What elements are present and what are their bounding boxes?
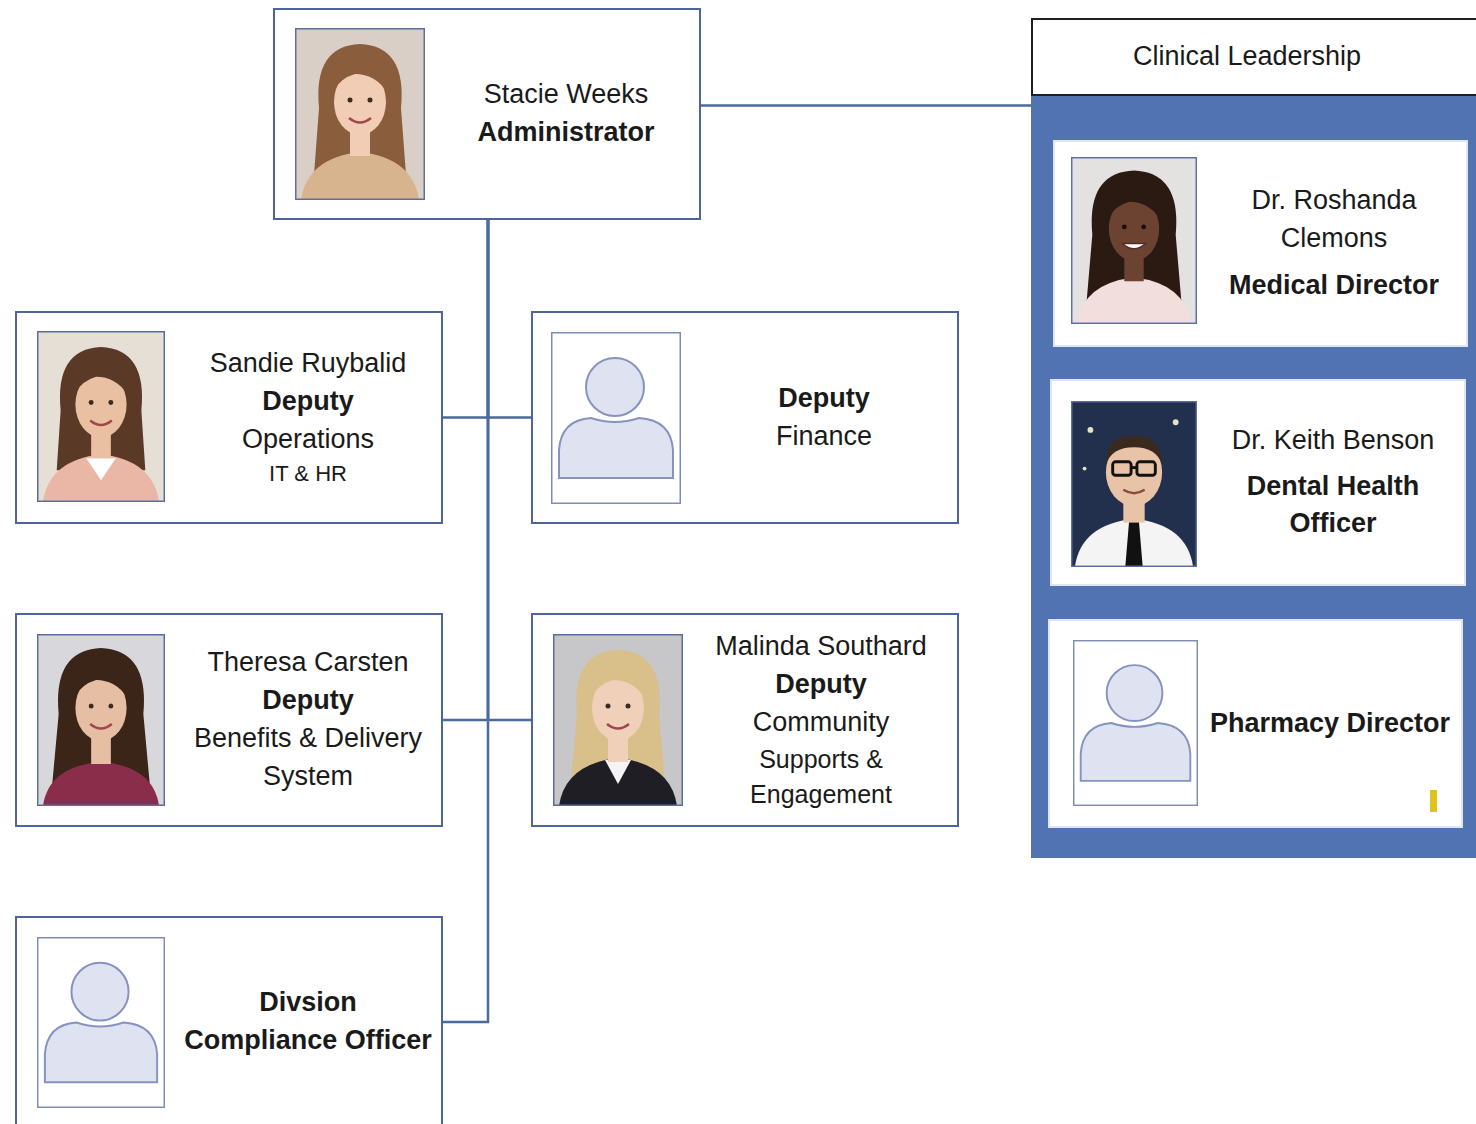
person-name: Theresa Carsten <box>207 644 408 682</box>
text-column: Sandie RuybalidDeputyOperationsIT & HR <box>175 313 441 522</box>
connector-line <box>701 104 1031 107</box>
text-column: Malinda SouthardDeputyCommunitySupports … <box>685 615 957 825</box>
connector-line <box>443 220 488 1022</box>
portrait-photo <box>37 331 165 502</box>
role-text: Deputy <box>778 380 870 418</box>
role-text: Dental Health Officer <box>1208 468 1458 544</box>
text-column: Dr. Roshanda ClemonsMedical Director <box>1205 142 1463 345</box>
role-text: Community <box>753 704 890 742</box>
text-column: Pharmacy Director <box>1200 621 1460 826</box>
person-name: Sandie Ruybalid <box>210 345 407 383</box>
portrait-photo <box>295 28 425 200</box>
text-column: Divsion Compliance Officer <box>175 918 441 1124</box>
yellow-mark <box>1430 790 1437 812</box>
portrait-photo <box>553 634 683 806</box>
clinical-card: Dr. Roshanda ClemonsMedical Director <box>1053 140 1468 347</box>
text-column: Stacie WeeksAdministrator <box>435 10 697 218</box>
panel-heading: Clinical Leadership <box>1133 38 1361 76</box>
deputy-box: Sandie RuybalidDeputyOperationsIT & HR <box>15 311 443 524</box>
text-column: Theresa CarstenDeputyBenefits & Delivery… <box>175 615 441 825</box>
placeholder-avatar <box>1073 640 1198 806</box>
role-text: Supports & Engagement <box>691 742 951 812</box>
placeholder-avatar <box>37 937 165 1108</box>
role-text: Pharmacy Director <box>1210 705 1450 743</box>
role-text: Deputy <box>775 666 867 704</box>
role-text: Divsion Compliance Officer <box>181 984 435 1060</box>
clinical-card: Pharmacy Director <box>1048 619 1463 828</box>
clinical-card: Dr. Keith BensonDental Health Officer <box>1050 379 1466 586</box>
clinical-panel: Clinical LeadershipDr. Roshanda ClemonsM… <box>1031 18 1476 858</box>
portrait-photo <box>37 634 165 806</box>
connector-line <box>488 220 531 720</box>
role-text: Deputy <box>262 383 354 421</box>
leader-box: Stacie WeeksAdministrator <box>273 8 701 220</box>
person-name: Malinda Southard <box>715 628 927 666</box>
person-name: Dr. Keith Benson <box>1232 422 1435 460</box>
person-name: Dr. Roshanda Clemons <box>1211 182 1457 258</box>
card-ground <box>1050 379 1466 586</box>
role-text: Operations <box>242 421 374 459</box>
role-text: IT & HR <box>269 459 347 490</box>
role-text: Medical Director <box>1229 267 1439 305</box>
person-name: Stacie Weeks <box>484 76 649 114</box>
card-ground <box>1048 619 1463 828</box>
text-column: Dr. Keith BensonDental Health Officer <box>1202 381 1464 584</box>
role-text: Administrator <box>477 114 654 152</box>
role-text: Deputy <box>262 682 354 720</box>
connector-line <box>443 220 488 418</box>
portrait-photo <box>1071 401 1197 567</box>
deputy-box: Malinda SouthardDeputyCommunitySupports … <box>531 613 959 827</box>
connector-line <box>488 220 531 418</box>
panel-heading-box: Clinical Leadership <box>1031 18 1476 96</box>
clinical-band <box>1031 96 1476 858</box>
card-ground <box>1053 140 1468 347</box>
role-text: Benefits & Delivery System <box>181 720 435 796</box>
connector-line <box>443 220 488 720</box>
deputy-box: Theresa CarstenDeputyBenefits & Delivery… <box>15 613 443 827</box>
placeholder-avatar <box>551 332 681 504</box>
deputy-box: DeputyFinance <box>531 311 959 524</box>
officer-box: Divsion Compliance Officer <box>15 916 443 1124</box>
role-text: Finance <box>776 418 872 456</box>
text-column: DeputyFinance <box>693 313 955 522</box>
portrait-photo <box>1071 157 1197 324</box>
